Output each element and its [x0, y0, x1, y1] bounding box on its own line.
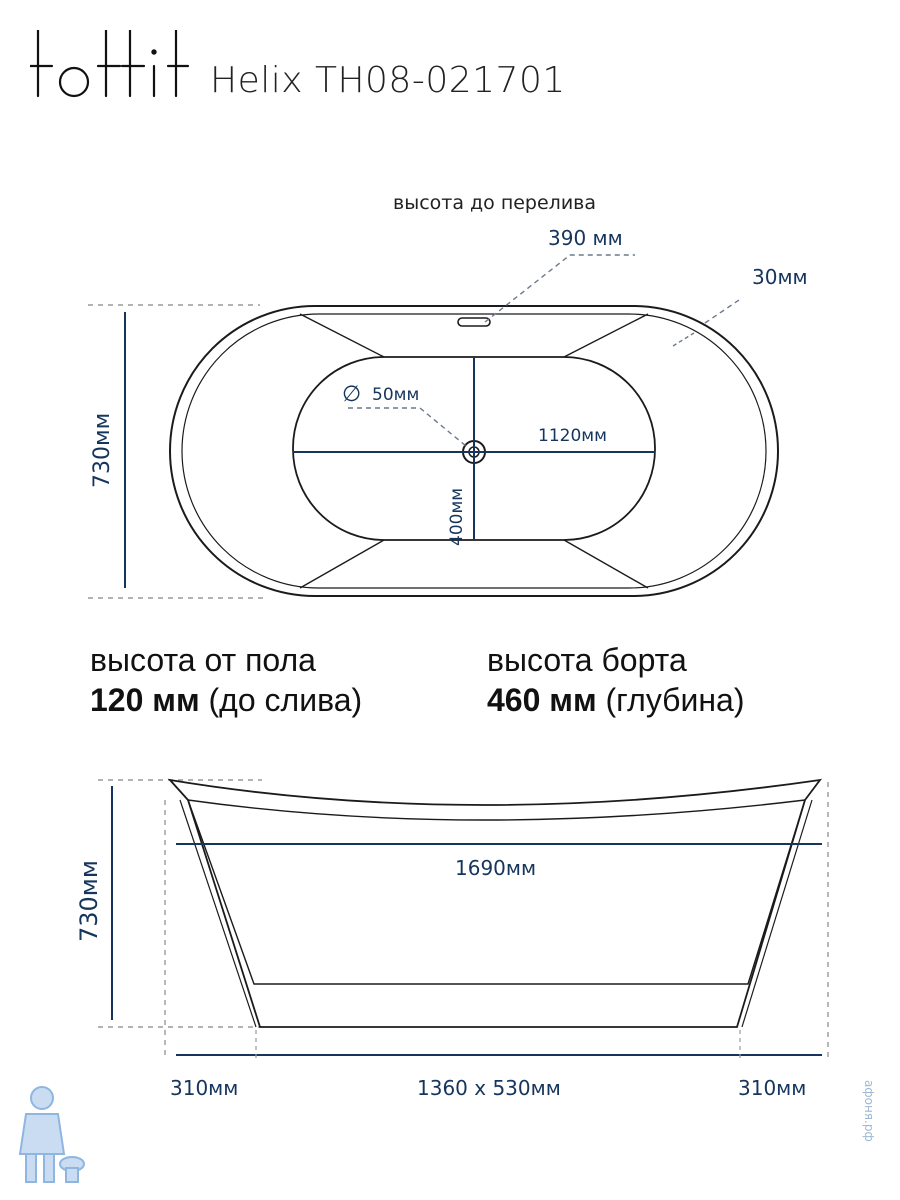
tub-outer-rim: [169, 305, 779, 597]
side-view-drawing: [98, 778, 829, 1060]
overflow-slot: [457, 317, 491, 327]
tub-inner-rim: [181, 313, 767, 589]
floor-height-note: (до слива): [208, 682, 363, 718]
base-size-label: 1360 x 530мм: [417, 1076, 561, 1100]
rim-height-note: (глубина): [605, 682, 745, 718]
floor-height-value: 120 мм: [90, 682, 200, 718]
plumber-mascot-icon: [18, 1086, 85, 1183]
rim-height-label: высота борта: [487, 642, 687, 678]
basin-slopes: [299, 313, 649, 589]
left-offset-label: 310мм: [170, 1076, 239, 1100]
brand-logo: [28, 28, 190, 109]
inner-width-label: 400мм: [447, 487, 467, 546]
drain-diameter-label: 50мм: [372, 385, 420, 405]
leader-rim-bottom: [672, 332, 695, 347]
watermark: афоня.рф: [862, 1080, 876, 1142]
rim-height-line: 460 мм (глубина): [487, 680, 745, 720]
leader-rim-top: [704, 297, 743, 324]
leader-drain: [348, 407, 467, 447]
rim-thickness-label: 30мм: [752, 265, 808, 289]
overflow-height-value: 390 мм: [548, 226, 623, 250]
brand-logo-mark: [28, 28, 190, 98]
side-inner-shell: [186, 799, 806, 985]
model-title: Helix TH08-021701: [210, 60, 566, 101]
length-label: 1690мм: [455, 856, 537, 880]
side-left-wall: [179, 799, 257, 1028]
top-view-drawing: [88, 254, 779, 599]
height-label: 730мм: [75, 859, 103, 942]
leader-overflow: [484, 254, 635, 323]
rim-height-value: 460 мм: [487, 682, 597, 718]
floor-height-block: высота от пола 120 мм (до слива): [90, 640, 362, 720]
rim-height-block: высота борта 460 мм (глубина): [487, 640, 745, 720]
outer-width-label: 730мм: [90, 412, 115, 488]
floor-height-line: 120 мм (до слива): [90, 680, 362, 720]
floor-height-label: высота от пола: [90, 642, 316, 678]
side-right-wall: [741, 799, 813, 1028]
right-offset-label: 310мм: [738, 1076, 807, 1100]
inner-length-label: 1120мм: [538, 426, 607, 446]
overflow-height-label: высота до перелива: [393, 192, 597, 214]
diameter-icon: ∅: [342, 382, 362, 407]
side-outer-shell: [167, 778, 823, 1028]
